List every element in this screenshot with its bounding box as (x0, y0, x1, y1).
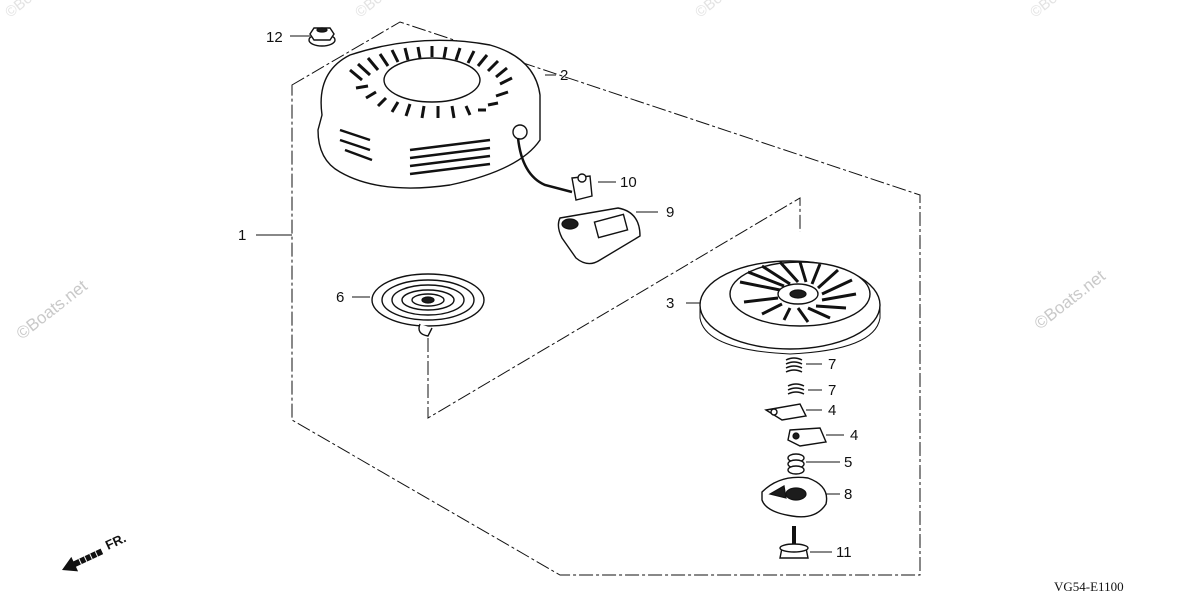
part-3-reel (699, 260, 881, 355)
callout-11: 11 (836, 544, 852, 561)
callout-8: 8 (844, 486, 852, 503)
callout-10: 10 (620, 174, 637, 191)
callout-9: 9 (666, 204, 674, 221)
part-9-starter-grip (557, 207, 641, 265)
watermark-top-4: ©Boats.net (1027, 0, 1097, 21)
callout-3: 3 (666, 295, 674, 312)
callout-6: 6 (336, 289, 344, 306)
part-12-flange-nut (308, 27, 336, 47)
direction-arrow (62, 548, 104, 572)
part-6-recoil-spring (371, 273, 485, 337)
assembly-outline (291, 21, 921, 576)
watermark-left: ©Boats.net (13, 276, 91, 343)
watermark-top-3: ©Boats.net (692, 0, 762, 21)
callout-4-upper: 4 (828, 402, 836, 419)
callout-4-lower: 4 (850, 427, 858, 444)
watermark-right: ©Boats.net (1031, 266, 1109, 333)
drawing-code: VG54-E1100 (1054, 579, 1124, 594)
part-10-rope-clip (571, 173, 593, 201)
part-11-flange-bolt (779, 526, 809, 559)
part-7-spring-upper (785, 357, 803, 373)
callout-1: 1 (238, 227, 246, 244)
part-7-spring-lower (787, 383, 805, 395)
reel-spokes (739, 260, 857, 323)
subassembly-outline (427, 197, 801, 419)
callout-5: 5 (844, 454, 852, 471)
callout-2: 2 (560, 67, 568, 84)
leader-lines (256, 35, 844, 553)
watermark-group: ©Boats.net ©Boats.net ©Boats.net ©Boats.… (2, 0, 1109, 343)
part-8-friction-plate (761, 476, 828, 518)
part-4-ratchet-upper (764, 403, 808, 421)
watermark-top-1: ©Boats.net (2, 0, 72, 21)
part-2-starter-case (317, 39, 541, 189)
case-vent-slots (349, 46, 513, 119)
callout-12: 12 (266, 29, 283, 46)
watermark-top-2: ©Boats.net (352, 0, 422, 21)
starter-rope (516, 137, 573, 194)
direction-label: FR. (103, 530, 128, 552)
callout-7-upper: 7 (828, 356, 836, 373)
part-5-friction-spring (787, 453, 805, 475)
callout-7-lower: 7 (828, 382, 836, 399)
case-side-fins (339, 128, 491, 176)
part-4-ratchet-lower (787, 427, 827, 447)
